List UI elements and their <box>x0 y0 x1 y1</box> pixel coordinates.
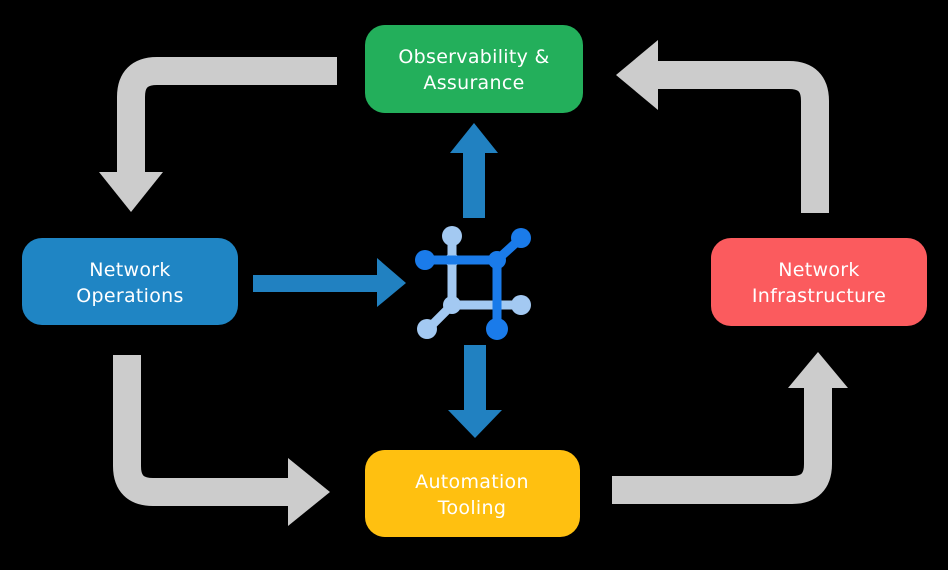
arrow-head-right-icon <box>377 258 406 307</box>
flow-arrow-center-to-observability <box>450 123 498 218</box>
icon-node-right <box>511 295 531 315</box>
network-nodes-icon <box>415 226 531 340</box>
flow-arrow-automation-to-infrastructure <box>612 352 848 504</box>
arrow-head-down-icon <box>448 410 502 438</box>
icon-node-bottom <box>486 318 508 340</box>
arrow-head-left-icon <box>616 40 658 110</box>
arrow-head-down-icon <box>99 172 163 212</box>
node-label-line1: Observability & <box>398 46 549 68</box>
arrow-shaft <box>612 388 832 504</box>
flow-arrow-observability-to-operations <box>99 57 337 212</box>
arrow-head-up-icon <box>450 123 498 153</box>
icon-light-links <box>425 235 520 332</box>
node-label-line2: Operations <box>76 285 183 307</box>
node-network-operations: Network Operations <box>22 238 238 325</box>
flow-arrow-operations-to-automation <box>113 355 330 526</box>
icon-dark-links <box>424 235 524 331</box>
arrow-shaft <box>117 57 337 174</box>
node-label-line1: Automation <box>415 471 529 493</box>
arrow-shaft <box>464 345 486 412</box>
icon-node-top-right <box>511 228 531 248</box>
flow-arrow-center-to-automation <box>448 345 502 438</box>
icon-junction-top-right <box>488 251 506 269</box>
flow-arrow-infrastructure-to-observability <box>616 40 829 213</box>
node-label-line2: Infrastructure <box>752 285 886 307</box>
node-label-line1: Network <box>89 259 170 281</box>
arrow-shaft <box>658 61 829 213</box>
node-box <box>711 238 927 326</box>
node-box <box>22 238 238 325</box>
node-box <box>365 25 583 113</box>
node-label-line2: Assurance <box>423 72 524 94</box>
arrow-shaft <box>113 355 288 506</box>
icon-node-top <box>442 226 462 246</box>
icon-node-left <box>415 250 435 270</box>
arrow-shaft <box>463 151 485 218</box>
node-label-line1: Network <box>778 259 859 281</box>
node-observability-assurance: Observability & Assurance <box>365 25 583 113</box>
arrow-head-up-icon <box>788 352 848 388</box>
node-network-infrastructure: Network Infrastructure <box>711 238 927 326</box>
node-label-line2: Tooling <box>437 497 506 519</box>
node-automation-tooling: Automation Tooling <box>365 450 580 537</box>
flow-arrow-operations-to-center <box>253 258 406 307</box>
node-box <box>365 450 580 537</box>
arrow-shaft <box>253 275 378 292</box>
icon-node-bottom-left <box>417 319 437 339</box>
icon-junction-bottom-left <box>443 296 461 314</box>
arrow-head-right-icon <box>288 458 330 526</box>
